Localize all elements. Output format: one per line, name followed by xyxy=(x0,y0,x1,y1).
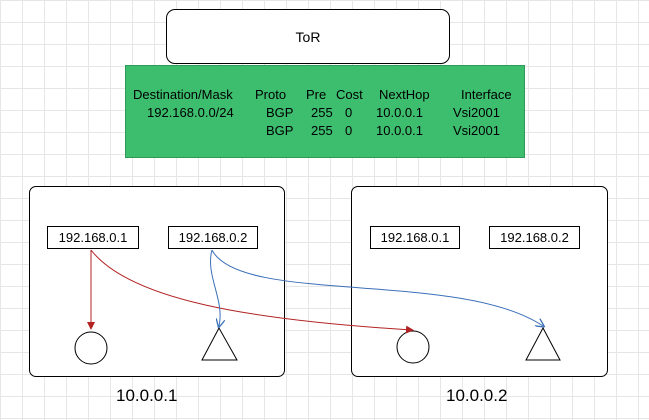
rack2-ip-label-1: 192.168.0.1 xyxy=(380,230,450,245)
blue-arrow-local xyxy=(210,249,220,326)
tor-label: ToR xyxy=(295,28,321,45)
rack1-ip-label-2: 192.168.0.2 xyxy=(178,230,248,245)
row1-proto: BGP xyxy=(266,105,294,120)
rack1-label: 10.0.0.1 xyxy=(116,386,178,405)
circle-node-icon xyxy=(74,331,108,365)
triangle-node-icon xyxy=(201,326,238,361)
row2-proto: BGP xyxy=(266,123,294,138)
rack1-ip-box-2: 192.168.0.2 xyxy=(168,226,258,249)
rack2-ip-label-2: 192.168.0.2 xyxy=(500,230,569,245)
red-arrow-remote xyxy=(90,249,414,334)
tor-switch-box: ToR xyxy=(166,9,450,64)
header-destination: Destination/Mask xyxy=(133,87,233,102)
row1-cost: 0 xyxy=(345,105,353,120)
row1-destination: 192.168.0.0/24 xyxy=(147,105,234,120)
header-nexthop: NextHop xyxy=(379,87,430,102)
header-interface: Interface xyxy=(461,87,512,102)
header-pre: Pre xyxy=(306,87,327,102)
blue-arrow-remote xyxy=(211,249,543,326)
rack1-ip-label-1: 192.168.0.1 xyxy=(58,230,128,245)
rack2-ip-box-1: 192.168.0.1 xyxy=(370,226,460,249)
rack2-ip-box-2: 192.168.0.2 xyxy=(489,226,580,249)
rack2-label: 10.0.0.2 xyxy=(446,386,508,405)
row2-cost: 0 xyxy=(345,123,353,138)
route-table: Destination/Mask Proto Pre Cost NextHop … xyxy=(125,65,525,158)
circle-node-icon xyxy=(396,330,430,364)
row1-interface: Vsi2001 xyxy=(453,105,500,120)
rack-10-0-0-2 xyxy=(351,186,608,377)
header-proto: Proto xyxy=(255,87,287,102)
row1-nexthop: 10.0.0.1 xyxy=(376,105,423,120)
row2-pre: 255 xyxy=(311,123,333,138)
triangle-node-icon xyxy=(525,326,561,361)
row2-nexthop: 10.0.0.1 xyxy=(376,123,423,138)
header-cost: Cost xyxy=(336,87,363,102)
row1-pre: 255 xyxy=(311,105,333,120)
row2-interface: Vsi2001 xyxy=(453,123,500,138)
rack-10-0-0-1 xyxy=(29,186,285,377)
rack1-ip-box-1: 192.168.0.1 xyxy=(47,226,139,249)
